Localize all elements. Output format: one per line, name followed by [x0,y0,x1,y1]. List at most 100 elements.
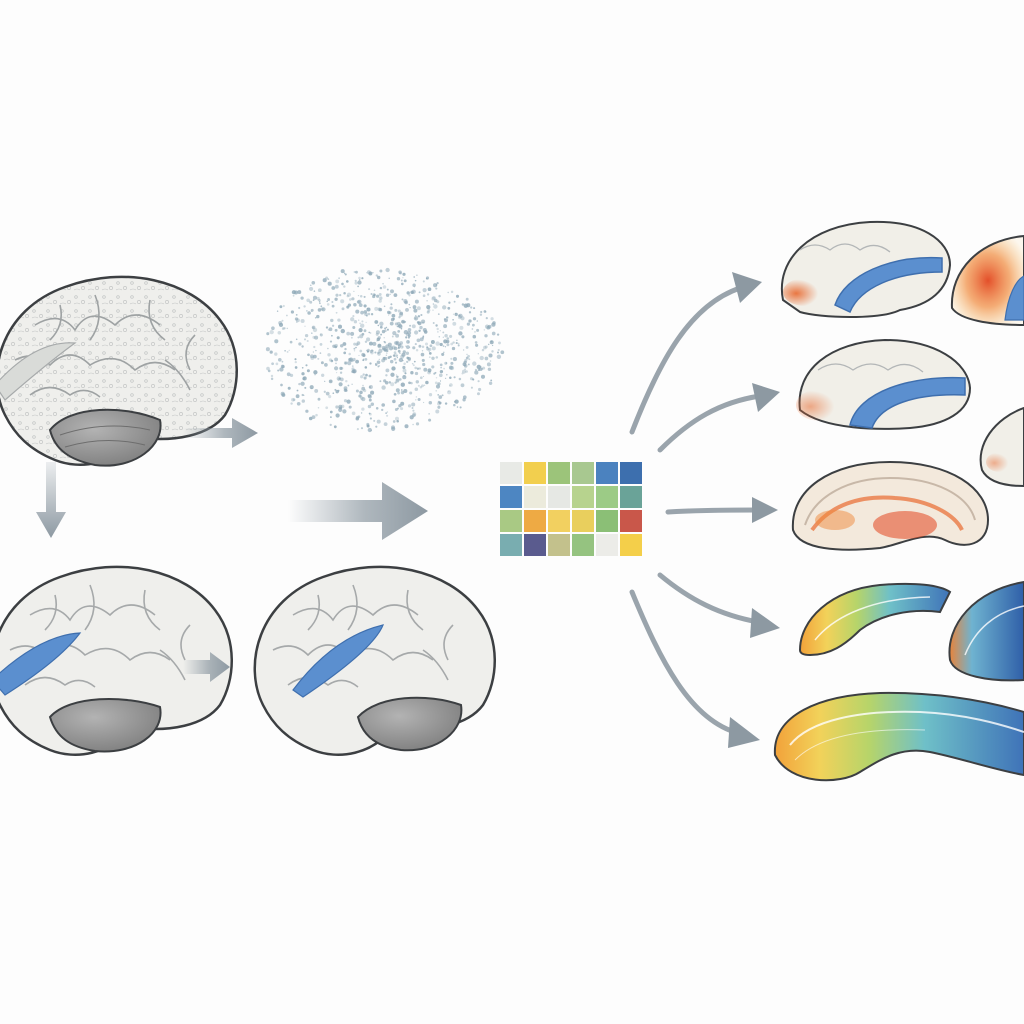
cloud-point [455,294,460,298]
cloud-point [330,318,334,323]
cloud-point [276,310,279,312]
cloud-point [426,304,431,310]
cloud-point [371,349,374,352]
cloud-point [301,372,305,376]
cloud-point [380,333,383,336]
cloud-point [360,375,364,379]
cloud-point [340,328,345,334]
cloud-point [320,307,324,311]
cloud-point [479,365,482,368]
cloud-point [286,350,289,353]
cloud-point [389,293,391,295]
cloud-point [372,271,374,274]
cloud-point [439,380,442,382]
cloud-point [310,284,312,286]
cloud-point [461,335,465,339]
cloud-point [414,343,417,346]
cloud-point [284,350,286,352]
cloud-point [402,346,404,348]
cloud-point [396,277,401,281]
cloud-point [432,309,434,311]
cloud-point [409,324,412,327]
cloud-point [392,354,396,357]
cloud-point [353,350,356,352]
cloud-point [346,399,351,404]
cloud-point [312,327,318,333]
cloud-point [340,404,345,409]
cloud-point [462,349,465,351]
matrix-cell [596,486,618,508]
cloud-point [385,368,390,373]
cloud-point [377,344,382,349]
cloud-point [452,321,457,326]
cloud-point [435,390,437,392]
cloud-point [414,279,417,282]
brain-slice-icon [773,691,1024,782]
cloud-point [375,332,379,336]
cloud-point [428,393,433,397]
cloud-point [300,318,305,324]
cloud-point [432,303,435,305]
cloud-point [375,407,379,410]
cloud-point [430,340,435,344]
cloud-point [449,376,452,380]
cloud-point [355,309,360,314]
cloud-point [446,343,450,347]
cloud-point [381,345,386,350]
cloud-point [439,363,443,367]
cloud-point [389,355,392,359]
matrix-cell [596,462,618,484]
cloud-point [384,329,387,333]
matrix-cell [620,510,642,532]
cloud-point [457,342,460,345]
cloud-point [485,317,488,320]
brain-heatmap-icon [950,234,1024,327]
cloud-point [378,358,381,361]
cloud-point [334,366,339,371]
cloud-point [428,413,430,415]
cloud-point [319,333,323,337]
brain-heatmap-icon [979,406,1024,488]
cloud-point [398,378,402,381]
cloud-point [405,332,410,337]
matrix-cell [572,510,594,532]
cloud-point [378,293,382,296]
cloud-point [476,364,481,370]
cloud-point [370,293,373,295]
cloud-point [269,329,274,335]
cloud-point [483,310,487,313]
cloud-point [286,372,291,377]
cloud-point [476,328,480,332]
cloud-point [418,291,421,294]
cloud-point [386,411,389,413]
cloud-point [403,279,407,283]
cloud-point [269,350,273,354]
cloud-point [435,384,441,389]
cloud-point [355,270,358,274]
cloud-point [408,294,411,297]
cloud-point [446,337,450,340]
cloud-point [393,357,397,361]
cloud-point [417,315,421,318]
cloud-point [353,347,356,350]
cloud-point [332,392,335,395]
cloud-point [431,346,436,351]
cloud-point [395,378,400,383]
cloud-point [274,339,279,344]
cloud-point [372,293,376,297]
cloud-point [426,293,430,296]
cloud-point [267,369,271,373]
arrow-icon [36,462,66,538]
cloud-point [351,383,353,385]
cloud-point [470,306,473,309]
cloud-point [390,382,395,387]
cloud-point [339,371,343,374]
cloud-point [357,336,360,339]
cloud-point [383,340,386,343]
cloud-point [339,366,343,370]
cloud-point [388,311,392,315]
cloud-point [429,344,433,348]
cloud-point [449,385,451,387]
cloud-point [492,321,496,325]
